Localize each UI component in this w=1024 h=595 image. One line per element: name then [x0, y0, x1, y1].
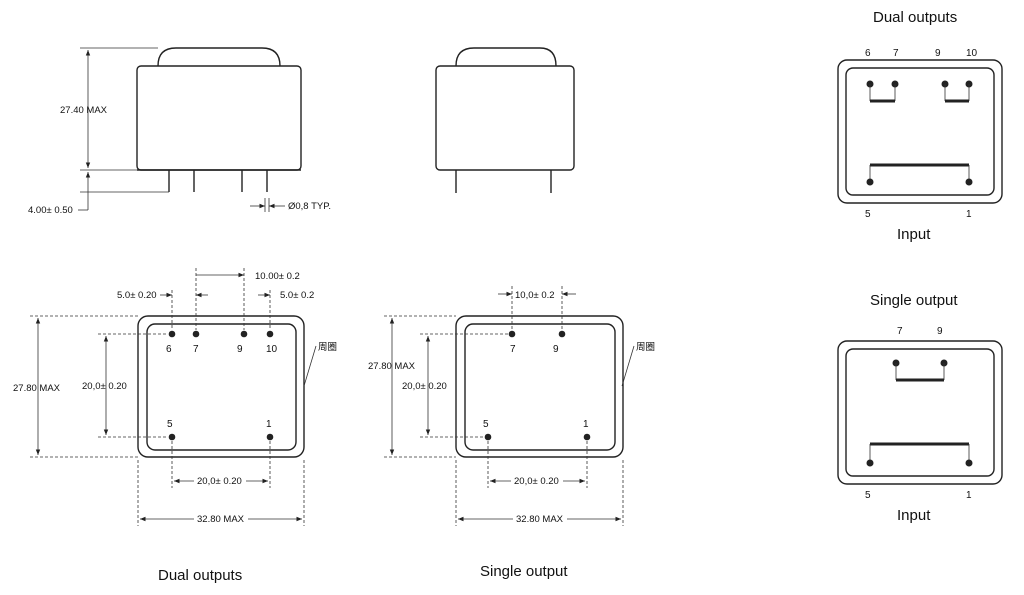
dual-caption: Dual outputs — [158, 567, 242, 584]
dual-row-label: 20,0± 0.20 — [82, 381, 127, 392]
pin-label-1: 1 — [583, 419, 589, 430]
inner-frame — [146, 323, 297, 451]
outer-frame — [137, 315, 305, 458]
inner-frame — [464, 323, 616, 451]
pin-diameter-label: Ø0,8 TYP. — [288, 201, 331, 212]
dual-left-pitch-label: 5.0± 0.20 — [117, 290, 157, 301]
schem-pin-dot — [965, 459, 973, 467]
pin-label-5: 5 — [167, 419, 173, 430]
dual-bottom-view: 6 7 9 10 5 1 10.00± 0.2 5.0± 0.20 5.0± 0… — [13, 268, 337, 584]
pin-label-9: 9 — [237, 344, 243, 355]
dual-width-label: 32.80 MAX — [197, 514, 245, 525]
pin-label-7: 7 — [193, 344, 199, 355]
pin-label-10: 10 — [266, 344, 278, 355]
schem-pin-label-6: 6 — [865, 48, 871, 59]
schem-pin-label-9: 9 — [937, 326, 943, 337]
pin-hole — [508, 330, 516, 338]
schem-pin-label-5: 5 — [865, 490, 871, 501]
pin-hole — [168, 330, 176, 338]
pin-hole — [558, 330, 566, 338]
single-pin-span-label: 10,0± 0.2 — [515, 290, 555, 301]
schematic-dual-input-label: Input — [897, 226, 931, 243]
schematic-single-title: Single output — [870, 292, 958, 309]
schem-pin-label-10: 10 — [966, 48, 978, 59]
schem-pin-dot — [866, 178, 874, 186]
schem-inner-frame — [845, 348, 995, 477]
schem-pin-dot — [965, 178, 973, 186]
schematic-dual-outputs: Dual outputs 6 7 9 10 5 1 Input — [837, 9, 1003, 243]
pin-length-label: 4.00± 0.50 — [28, 205, 73, 216]
side-height-label: 27.40 MAX — [60, 105, 108, 116]
pin-label-6: 6 — [166, 344, 172, 355]
dual-bottom-span-label: 20,0± 0.20 — [197, 476, 242, 487]
pin-hole — [266, 433, 274, 441]
dual-callout-label: 周圈 — [318, 342, 337, 353]
pin-hole — [168, 433, 176, 441]
schem-outer-frame — [837, 59, 1003, 204]
outer-frame — [455, 315, 624, 458]
single-bottom-view: 7 9 5 1 10,0± 0.2 27.80 MAX 20,0± 0.20 2… — [368, 286, 655, 580]
schem-pin-label-1: 1 — [966, 209, 972, 220]
schem-pin-label-5: 5 — [865, 209, 871, 220]
side-view-dimensioned: 27.40 MAX 4.00± 0.50 Ø0,8 TYP. — [28, 47, 331, 216]
pin-hole — [484, 433, 492, 441]
single-row-label: 20,0± 0.20 — [402, 381, 447, 392]
schem-outer-frame — [837, 340, 1003, 485]
schem-pin-label-9: 9 — [935, 48, 941, 59]
schem-pin-dot — [866, 459, 874, 467]
bobbin-body — [435, 65, 575, 171]
pin-hole — [240, 330, 248, 338]
schem-pin-label-7: 7 — [893, 48, 899, 59]
bobbin-body — [136, 65, 302, 171]
schematic-single-output: Single output 7 9 5 1 Input — [837, 292, 1003, 524]
dual-height-label: 27.80 MAX — [13, 383, 61, 394]
pin-hole — [192, 330, 200, 338]
side-view-single — [435, 47, 575, 193]
schem-inner-frame — [845, 67, 995, 196]
pin-hole — [583, 433, 591, 441]
pin-label-9: 9 — [553, 344, 559, 355]
schematic-dual-title: Dual outputs — [873, 9, 957, 26]
schem-pin-label-7: 7 — [897, 326, 903, 337]
dual-right-pitch-label: 5.0± 0.2 — [280, 290, 314, 301]
single-bottom-span-label: 20,0± 0.20 — [514, 476, 559, 487]
core-top — [455, 47, 557, 67]
single-height-label: 27.80 MAX — [368, 361, 416, 372]
pin-label-1: 1 — [266, 419, 272, 430]
pin-label-7: 7 — [510, 344, 516, 355]
single-caption: Single output — [480, 563, 568, 580]
schem-pin-label-1: 1 — [966, 490, 972, 501]
core-top — [157, 47, 281, 67]
dual-pin-span-label: 10.00± 0.2 — [255, 271, 300, 282]
schematic-single-input-label: Input — [897, 507, 931, 524]
single-callout-label: 周圈 — [636, 342, 655, 353]
pin-hole — [266, 330, 274, 338]
single-width-label: 32.80 MAX — [516, 514, 564, 525]
pin-label-5: 5 — [483, 419, 489, 430]
